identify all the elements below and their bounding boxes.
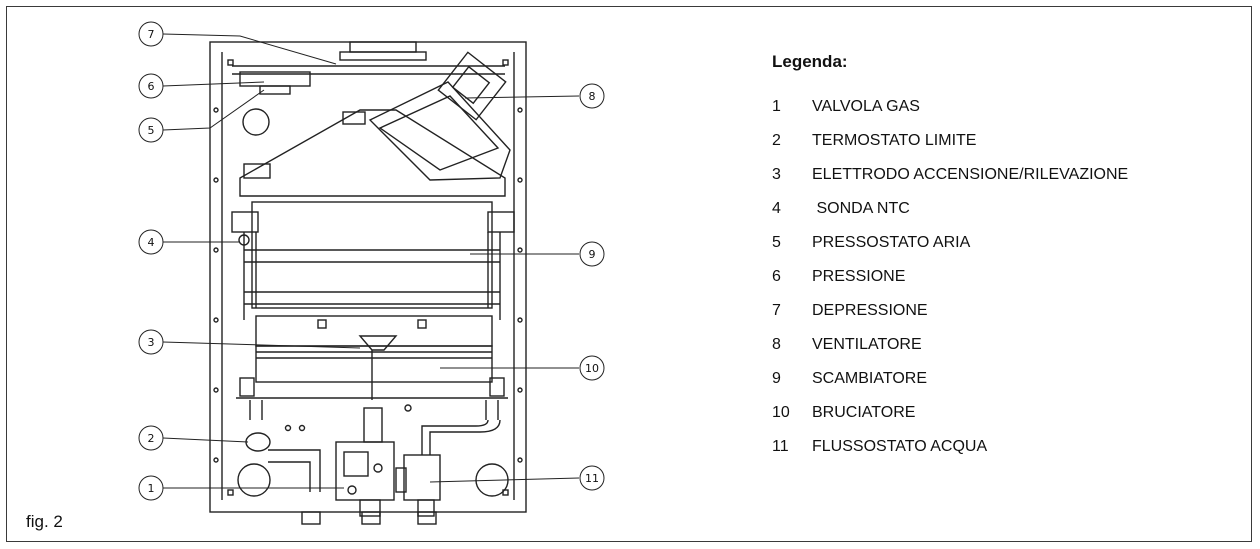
legend-label: SCAMBIATORE <box>812 370 927 387</box>
legend-item: 3 ELETTRODO ACCENSIONE/RILEVAZIONE <box>772 166 1128 200</box>
legend-label: VALVOLA GAS <box>812 98 920 115</box>
legend-label: DEPRESSIONE <box>812 302 928 319</box>
limit-thermostat <box>245 432 271 452</box>
legend-number: 7 <box>772 302 781 319</box>
legend-item: 9 SCAMBIATORE <box>772 370 1128 404</box>
legend-label: BRUCIATORE <box>812 404 916 421</box>
leader-line-6 <box>162 81 265 87</box>
legend-number: 5 <box>772 234 781 251</box>
legend-number: 8 <box>772 336 781 353</box>
legend-label: SONDA NTC <box>812 200 910 217</box>
legend-item: 8 VENTILATORE <box>772 336 1128 370</box>
callout-3: 3 <box>148 336 155 349</box>
legend-item: 2 TERMOSTATO LIMITE <box>772 132 1128 166</box>
legend-label: FLUSSOSTATO ACQUA <box>812 438 988 455</box>
legend-number: 6 <box>772 268 781 285</box>
legend-number: 1 <box>772 98 781 115</box>
leader-line-7 <box>162 33 337 65</box>
leader-line-5 <box>162 89 265 131</box>
flow-switch <box>395 454 441 517</box>
legend-label: PRESSIONE <box>812 268 906 285</box>
callout-7: 7 <box>148 28 155 41</box>
bottom-fitting <box>361 511 381 525</box>
callout-2: 2 <box>148 432 155 445</box>
legend-item: 6 PRESSIONE <box>772 268 1128 302</box>
ignition-electrode <box>358 335 398 351</box>
gas-valve <box>335 407 395 517</box>
burner <box>255 315 493 400</box>
legend-number: 2 <box>772 132 781 149</box>
legend-label: TERMOSTATO LIMITE <box>812 132 977 149</box>
legend-number: 10 <box>772 404 790 421</box>
bottom-fitting <box>301 511 321 525</box>
leader-line-8 <box>464 95 580 99</box>
leader-line-3 <box>162 341 361 349</box>
callout-1: 1 <box>148 482 155 495</box>
figure-label: fig. 2 <box>26 512 63 531</box>
ntc-probe <box>238 234 250 246</box>
callout-4: 4 <box>148 236 155 249</box>
legend-label: ELETTRODO ACCENSIONE/RILEVAZIONE <box>812 166 1129 183</box>
legend-number: 9 <box>772 370 781 387</box>
legend-title: Legenda: <box>772 52 848 71</box>
legend-item: 10 BRUCIATORE <box>772 404 1128 438</box>
legend-item: 1 VALVOLA GAS <box>772 98 1128 132</box>
legend-item: 5 PRESSOSTATO ARIA <box>772 234 1128 268</box>
callout-8: 8 <box>589 90 596 103</box>
leader-line-2 <box>162 437 249 443</box>
legend-label: PRESSOSTATO ARIA <box>812 234 971 251</box>
legend-item: 7 DEPRESSIONE <box>772 302 1128 336</box>
figure-frame <box>6 6 1252 542</box>
callout-9: 9 <box>589 248 596 261</box>
callout-10: 10 <box>585 362 599 375</box>
fan-housing <box>368 51 511 181</box>
flue-hood <box>239 109 506 197</box>
callout-11: 11 <box>585 472 599 485</box>
legend-number: 11 <box>772 438 789 455</box>
callout-5: 5 <box>148 124 155 137</box>
callout-6: 6 <box>148 80 155 93</box>
legend: Legenda: 1 VALVOLA GAS 2 TERMOSTATO LIMITE… <box>772 52 1128 472</box>
legend-number: 3 <box>772 166 781 183</box>
legend-label: VENTILATORE <box>812 336 922 353</box>
heat-exchanger <box>231 201 515 320</box>
leader-line-11 <box>429 477 580 483</box>
bottom-fitting <box>417 511 437 525</box>
mounting-holes <box>213 59 523 496</box>
flue-collar <box>349 41 417 53</box>
legend-item: 4 SONDA NTC <box>772 200 1128 234</box>
legend-item: 11 FLUSSOSTATO ACQUA <box>772 438 1128 472</box>
legend-number: 4 <box>772 200 781 217</box>
